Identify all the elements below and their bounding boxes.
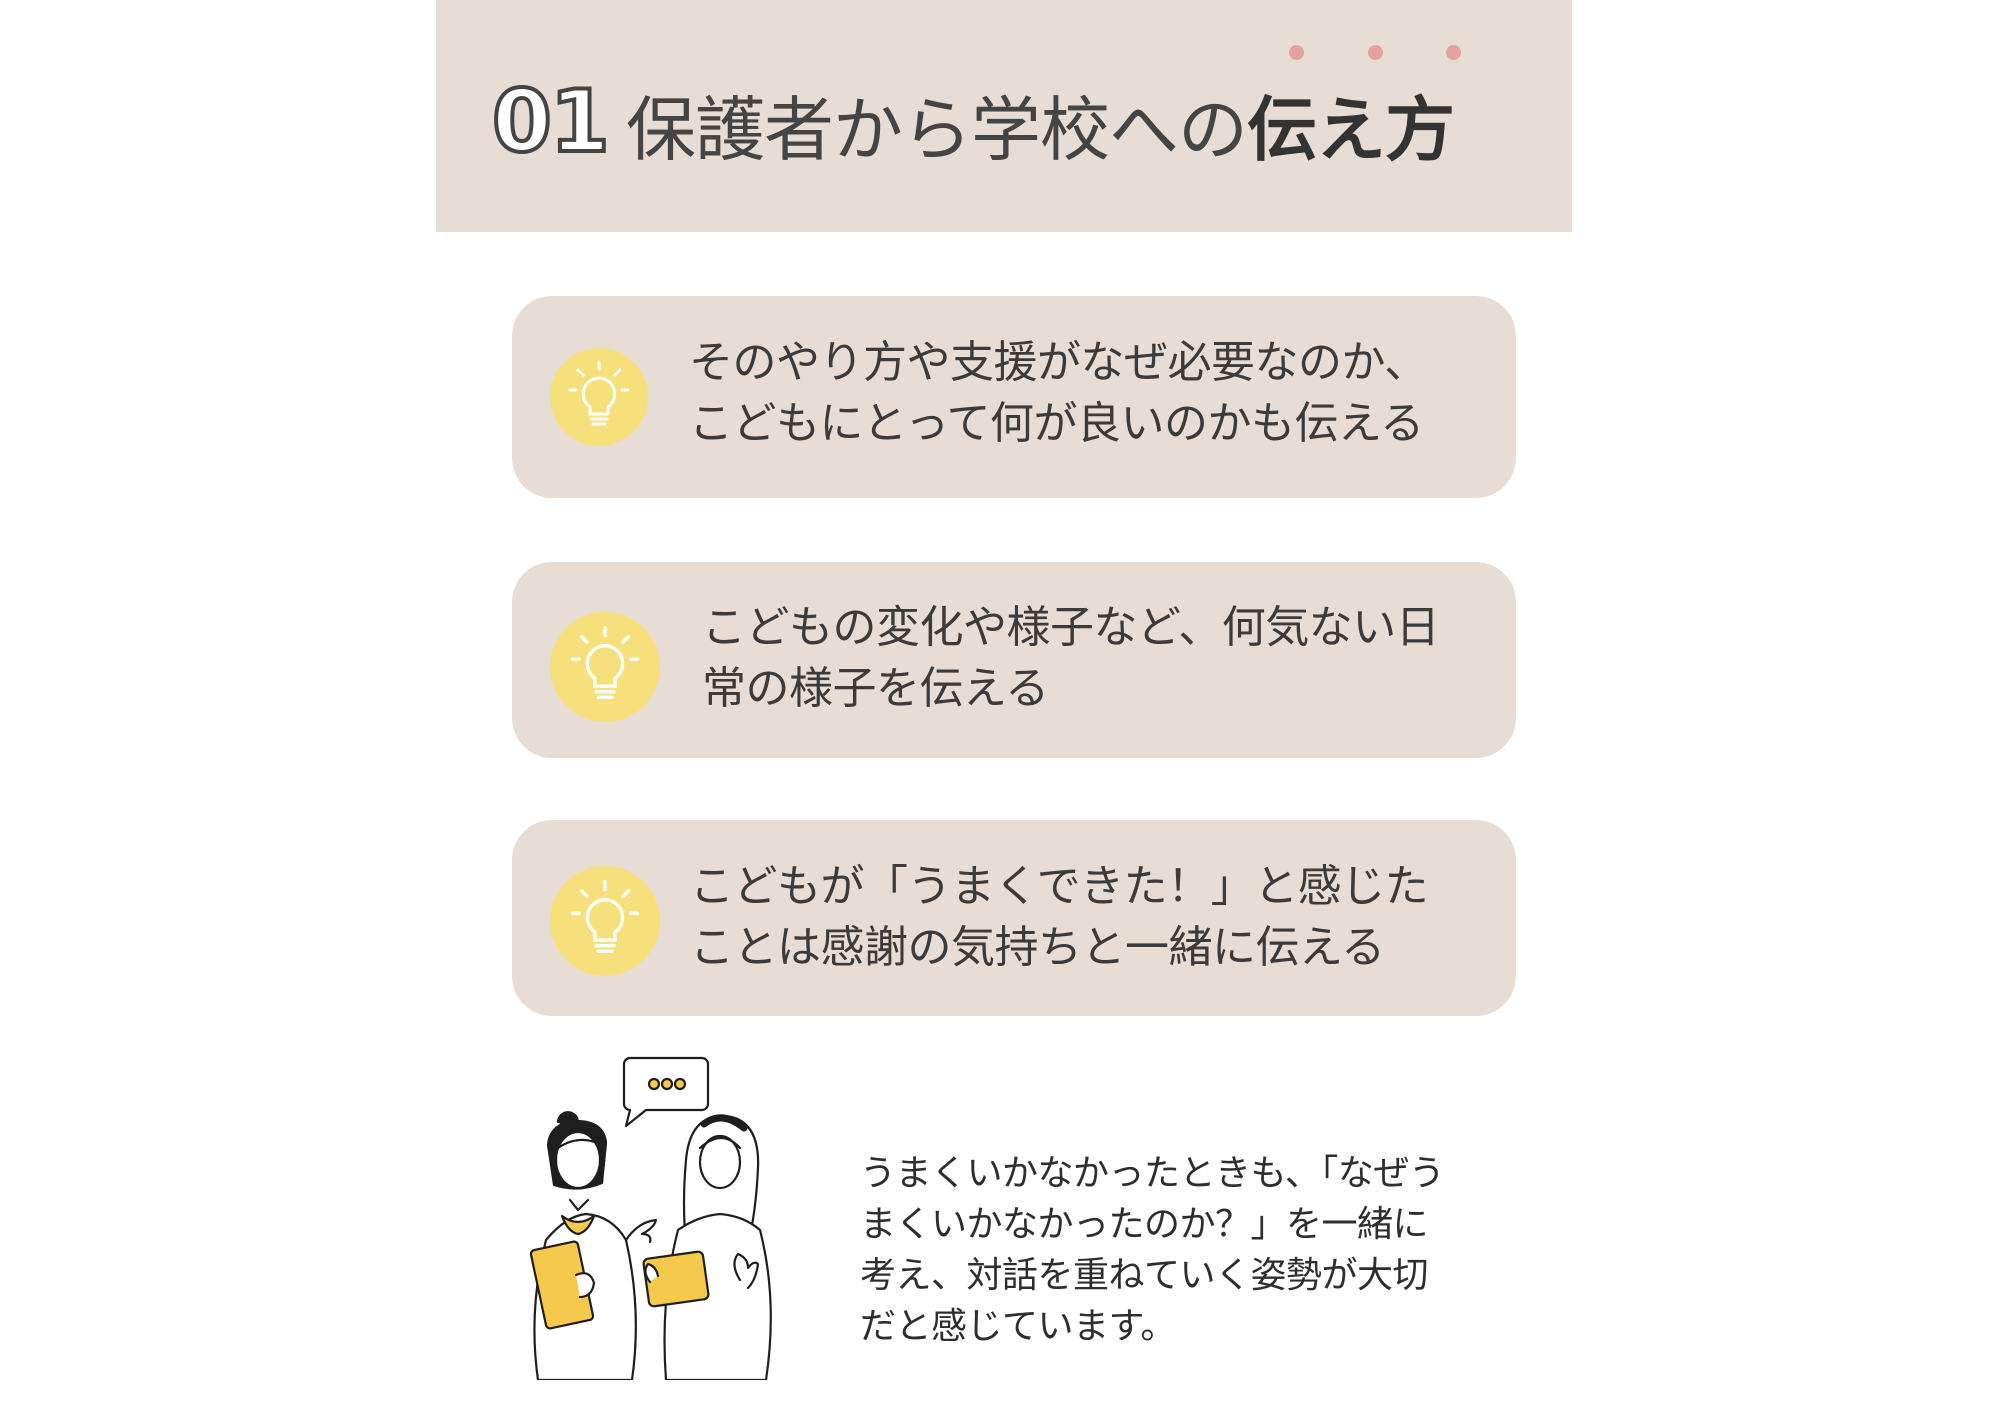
page-title: 保護者から学校への伝え方	[626, 80, 1455, 180]
lightbulb-icon-graphic	[570, 626, 640, 699]
chat-bubble-icon	[622, 1056, 710, 1128]
two-people-talking-illustration	[529, 1056, 772, 1380]
tip-card-2: こどもの変化や様子など、何気ない日 常の様子を伝える	[512, 562, 1516, 758]
closing-note: うまくいかなかったときも、「なぜう まくいかなかったのか？」を一緒に 考え、対話…	[860, 1153, 1445, 1347]
decor-dot	[1289, 45, 1304, 60]
tip-text-2: こどもの変化や様子など、何気ない日 常の様子を伝える	[702, 602, 1440, 714]
lightbulb-icon	[550, 866, 660, 976]
tip-card-3: こどもが「うまくできた！」と感じた ことは感謝の気持ちと一緒に伝える	[512, 820, 1516, 1016]
section-number: 01	[490, 70, 612, 174]
tip-card-1: そのやり方や支援がなぜ必要なのか、 こどもにとって何が良いのかも伝える	[512, 296, 1516, 498]
title-regular: 保護者から学校への	[626, 89, 1248, 171]
title-bold: 伝え方	[1247, 89, 1455, 171]
tip-text-1: そのやり方や支援がなぜ必要なのか、 こどもにとって何が良いのかも伝える	[689, 337, 1428, 449]
header-band: 01 保護者から学校への伝え方	[436, 0, 1572, 232]
decor-dot	[1368, 45, 1383, 60]
tip-text-3: こどもが「うまくできた！」と感じた ことは感謝の気持ちと一緒に伝える	[690, 861, 1429, 973]
lightbulb-icon-graphic	[570, 880, 640, 953]
lightbulb-icon	[550, 348, 648, 446]
decor-dot	[1446, 45, 1461, 60]
lightbulb-icon	[550, 612, 660, 722]
lightbulb-icon-graphic	[568, 360, 630, 426]
